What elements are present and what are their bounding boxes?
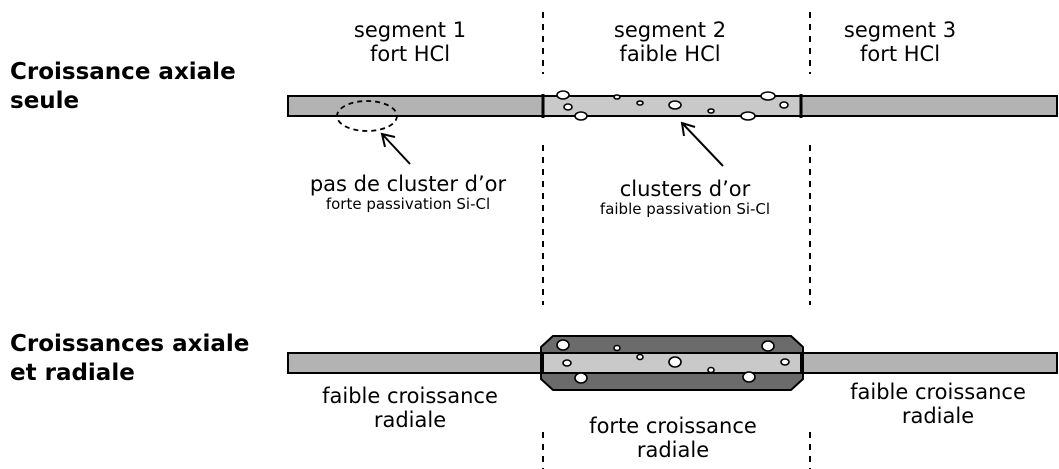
gold-cluster: [740, 111, 756, 121]
nanowire-radial-core-right: [800, 352, 1058, 374]
annotation-clusters-main: clusters d’or: [619, 177, 751, 201]
segment-3-hcl: fort HCl: [859, 42, 941, 67]
row1-title-line1: Croissance axiale: [10, 59, 236, 85]
gold-cluster: [574, 372, 588, 384]
gold-clusters-radial: [556, 339, 790, 384]
gold-cluster: [760, 91, 776, 101]
annotation-clusters-sub: faible passivation Si-Cl: [599, 200, 771, 219]
nanowire-radial-core-left: [287, 352, 544, 374]
segment-2-name: segment 2: [613, 18, 727, 42]
gold-cluster: [707, 366, 715, 374]
growth-right-line1: faible croissance: [850, 380, 1026, 404]
arrow-clusters: [682, 123, 724, 167]
no-cluster-marker: [336, 100, 398, 132]
annotation-arrows: [380, 121, 724, 167]
segment-3-header: segment 3 fort HCl: [820, 18, 980, 66]
gold-cluster: [707, 108, 715, 114]
gold-cluster: [556, 339, 570, 351]
growth-left-line2: radiale: [373, 408, 447, 433]
gold-cluster: [562, 359, 572, 367]
row2-title-line1: Croissances axiale: [10, 331, 250, 357]
gold-cluster: [563, 103, 573, 111]
gold-cluster: [779, 101, 789, 109]
arrow-clusters-head: [680, 121, 696, 137]
segment-3-name: segment 3: [843, 18, 957, 42]
gold-cluster: [574, 111, 588, 121]
nanowire-axial: [287, 94, 1058, 118]
gold-cluster: [613, 344, 621, 352]
gold-cluster: [742, 371, 756, 383]
gold-cluster: [780, 358, 790, 366]
gold-cluster: [668, 100, 682, 110]
growth-right-line2: radiale: [901, 404, 975, 429]
gold-cluster: [636, 353, 644, 361]
gold-clusters-axial: [556, 90, 789, 121]
growth-right: faible croissance radiale: [828, 380, 1048, 428]
growth-middle-line2: radiale: [636, 438, 710, 463]
nanowire-axial-segment-1: [287, 95, 544, 117]
segment-boundaries: [542, 12, 811, 469]
annotation-no-cluster-main: pas de cluster d’or: [309, 172, 507, 196]
growth-middle: forte croissance radiale: [558, 414, 788, 462]
row1-title-line2: seule: [10, 87, 80, 114]
nanowire-axial-segment-3: [800, 95, 1058, 117]
gold-cluster: [613, 94, 621, 100]
gold-cluster: [636, 100, 644, 106]
growth-middle-line1: forte croissance: [589, 414, 757, 438]
annotation-no-cluster-sub: forte passivation Si-Cl: [325, 195, 491, 214]
annotation-clusters: clusters d’or faible passivation Si-Cl: [555, 177, 815, 218]
row2-title: Croissances axiale et radiale: [10, 330, 249, 388]
row2-title-line2: et radiale: [10, 359, 135, 386]
segment-2-header: segment 2 faible HCl: [590, 18, 750, 66]
arrow-no-cluster-head: [380, 132, 396, 148]
segment-1-name: segment 1: [353, 18, 467, 42]
gold-cluster: [761, 340, 775, 352]
arrow-no-cluster: [382, 134, 411, 165]
annotation-no-cluster: pas de cluster d’or forte passivation Si…: [278, 172, 538, 213]
gold-cluster: [556, 90, 570, 100]
segment-1-hcl: fort HCl: [369, 42, 451, 67]
segment-2-hcl: faible HCl: [619, 42, 721, 67]
gold-cluster: [668, 356, 682, 368]
segment-1-header: segment 1 fort HCl: [330, 18, 490, 66]
row1-title: Croissance axiale seule: [10, 58, 236, 116]
growth-left: faible croissance radiale: [300, 384, 520, 432]
growth-left-line1: faible croissance: [322, 384, 498, 408]
